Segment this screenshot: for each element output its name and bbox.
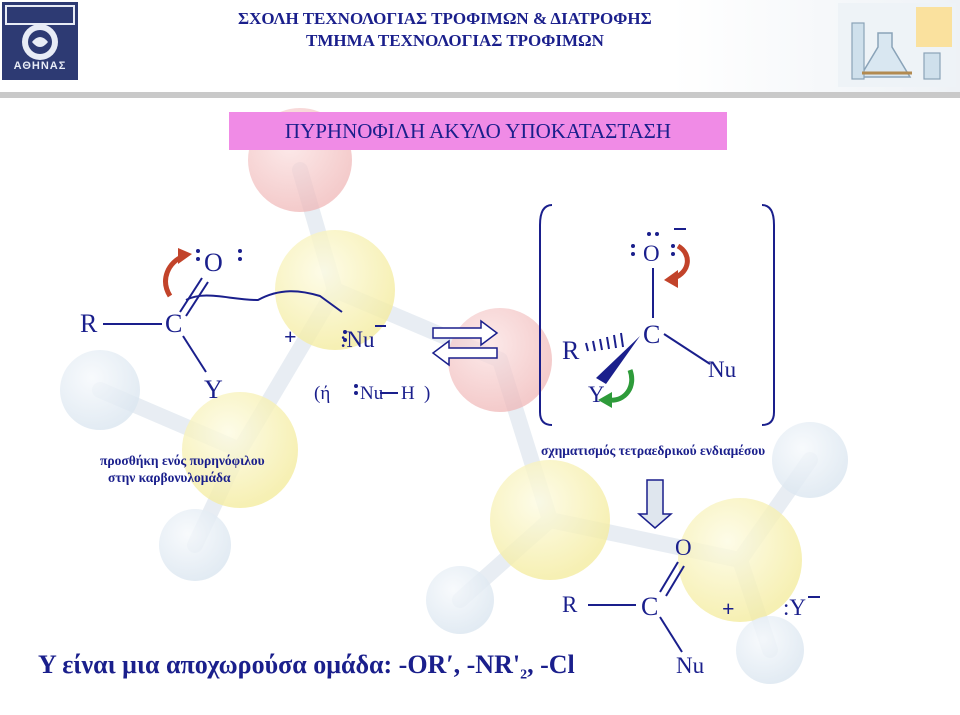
prod-atom-o: O (675, 535, 692, 560)
prod-atom-r: R (562, 592, 578, 617)
int-atom-o: O (643, 241, 660, 266)
electron-arrow-green (607, 369, 635, 403)
bond-c-nu-int (663, 333, 711, 365)
electron-arrow-red-1-head (178, 248, 192, 264)
department-name: ΤΜΗΜΑ ΤΕΧΝΟΛΟΓΙΑΣ ΤΡΟΦΙΜΩΝ (306, 31, 604, 50)
alt-close: ) (424, 383, 431, 404)
int-atom-y: Y (588, 382, 605, 407)
alt-open: (ή (314, 383, 331, 404)
school-name: ΣΧΟΛΗ ΤΕΧΝΟΛΟΓΙΑΣ ΤΡΟΦΙΜΩΝ & ΔΙΑΤΡΟΦΗΣ (238, 9, 652, 28)
atom-c: C (165, 309, 183, 338)
caption-addition-2: στην καρβονυλομάδα (108, 470, 231, 485)
attack-curve (185, 290, 343, 313)
int-atom-c: C (643, 320, 661, 349)
leaving-group-note: Y είναι μια αποχωρούσα ομάδα: -OR′, -NR'… (38, 650, 575, 683)
alt-h: H (401, 383, 415, 404)
atom-o: O (204, 248, 223, 277)
int-atom-nu: Nu (708, 357, 737, 382)
down-arrow-icon (637, 479, 673, 529)
caption-intermediate: σχηματισμός τετραεδρικού ενδιαμέσου (541, 443, 766, 458)
lone-pair-dots (196, 232, 675, 395)
lab-glassware-image (838, 3, 956, 87)
electron-arrow-red-2-head (664, 270, 678, 288)
prod-atom-nu: Nu (676, 653, 705, 678)
alt-nu: Nu (360, 383, 384, 404)
bracket-right (761, 204, 775, 426)
nucleophile: :Nu (340, 327, 375, 352)
note-text: Y είναι μια αποχωρούσα ομάδα: -OR′, -NR' (38, 650, 521, 679)
atom-r: R (80, 309, 98, 338)
int-atom-r: R (562, 336, 580, 365)
header-banner: ΑΘΗΝΑΣ ΣΧΟΛΗ ΤΕΧΝΟΛΟΓΙΑΣ ΤΡΟΦΙΜΩΝ & ΔΙΑΤ… (0, 0, 960, 98)
equilibrium-arrows (431, 319, 499, 367)
bond-c-o-1 (179, 277, 203, 313)
institution-logo: ΑΘΗΝΑΣ (2, 2, 78, 80)
leaving-group: :Y (783, 595, 806, 620)
header-art (0, 0, 960, 98)
caption-addition-1: προσθήκη ενός πυρηνόφιλου (100, 453, 265, 468)
atom-y: Y (204, 375, 223, 404)
prod-plus-sign: + (722, 596, 735, 621)
electron-arrow-green-head (598, 392, 612, 408)
bond-c-o-prod-1 (659, 561, 679, 593)
note-tail: , -Cl (527, 650, 575, 679)
page-title: ΠΥΡΗΝΟΦΙΛΗ ΑΚΥΛΟ ΥΠΟΚΑΤΑΣΤΑΣΗ (284, 119, 672, 143)
plus-sign: + (284, 324, 297, 349)
bond-c-o-2 (185, 281, 209, 317)
bond-c-y (182, 335, 207, 373)
bracket-left (539, 204, 553, 426)
electron-arrow-red-1 (163, 253, 186, 298)
logo-emblem-icon (5, 5, 75, 60)
hashed-bond (585, 332, 624, 352)
note-subscript: 2 (520, 667, 528, 683)
prod-atom-c: C (641, 592, 659, 621)
logo-text: ΑΘΗΝΑΣ (13, 60, 67, 72)
bond-c-nu-prod (659, 616, 683, 653)
bond-c-o-prod-2 (665, 565, 685, 597)
wedge-bond (596, 336, 640, 384)
title-banner: ΠΥΡΗΝΟΦΙΛΗ ΑΚΥΛΟ ΥΠΟΚΑΤΑΣΤΑΣΗ (229, 112, 727, 150)
